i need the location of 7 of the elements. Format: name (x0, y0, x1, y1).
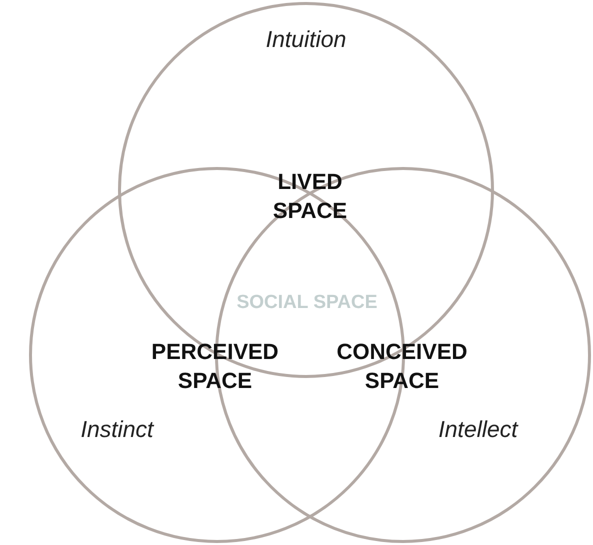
region-label: CONCEIVED SPACE (336, 338, 468, 395)
circle-label: Instinct (80, 416, 154, 443)
circle-label: Intuition (266, 26, 346, 53)
center-label: SOCIAL SPACE (236, 291, 378, 315)
circle-label: Intellect (438, 416, 518, 443)
region-label: PERCEIVED SPACE (150, 338, 280, 395)
region-label: LIVED SPACE (272, 168, 348, 225)
